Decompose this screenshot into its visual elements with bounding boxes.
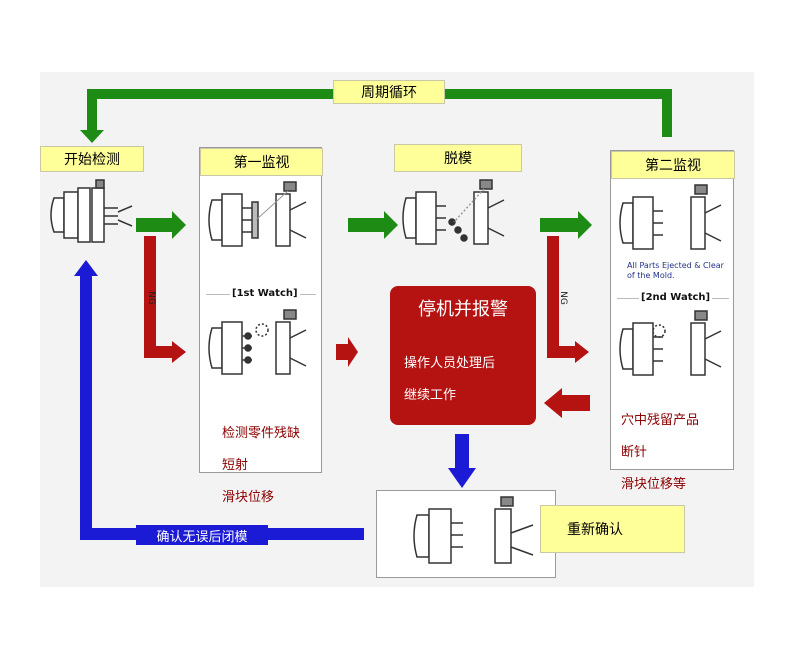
reconfirm-panel [376,490,556,578]
camera-icon [283,309,297,320]
first-watch-note-3: 滑块位移 [222,490,275,505]
second-watch-panel: 第二监视 All Parts Ejected & Clear of the Mo… [610,150,735,492]
mold-icon [50,179,133,243]
close-mold-label: 确认无误后闭模 [136,525,268,545]
blue-arrow-icon [74,260,98,276]
mold-icon [208,181,307,247]
ejected-caption: All Parts Ejected & Clear of the Mold. [627,261,724,280]
step-first-watch-label: 第一监视 [200,148,323,176]
green-arrow-icon [136,211,186,239]
step-demold-label: 脱模 [394,144,522,172]
mold-icon [413,496,534,564]
camera-icon [283,181,297,192]
step-second-watch-label: 第二监视 [611,151,735,179]
mold-icon [208,309,307,375]
alarm-subtitle: 操作人员处理后 继续工作 [404,340,495,420]
step-start-label: 开始检测 [40,146,144,172]
camera-icon [694,184,708,195]
ng-label-right: NG [557,291,568,305]
red-arrow-icon [547,236,589,363]
mold-icon [619,310,722,376]
reconfirm-label: 重新确认 [540,505,685,553]
red-arrow-icon [144,236,186,363]
mold-icon [619,184,722,250]
red-arrow-icon [336,337,358,367]
camera-icon [694,310,708,321]
second-watch-note-1: 穴中残留产品 [621,413,700,428]
alarm-box: 停机并报警 操作人员处理后 继续工作 [390,286,536,425]
alarm-subtitle-line-2: 继续工作 [404,388,457,403]
first-watch-note-1: 检测零件残缺 [222,426,301,441]
ng-label-left: NG [145,291,156,305]
first-watch-tag: [1st Watch] [230,288,300,299]
alarm-subtitle-line-1: 操作人员处理后 [404,356,496,371]
first-watch-note-2: 短射 [222,458,249,473]
camera-icon [500,496,514,507]
first-watch-notes: 检测零件残缺 短射 滑块位移 [222,410,300,522]
second-watch-note-2: 断针 [621,445,648,460]
second-watch-tag: [2nd Watch] [639,292,713,303]
close-mold-return-arrow [80,274,364,540]
red-arrow-icon [544,388,590,418]
blue-arrow-icon [448,434,476,488]
alarm-title: 停机并报警 [418,299,508,320]
green-arrow-icon [80,130,104,143]
green-arrow-icon [348,211,398,239]
camera-icon [479,179,493,190]
cycle-label: 周期循环 [333,80,445,104]
first-watch-panel: 第一监视 [1st Watch] [199,147,323,505]
green-arrow-icon [540,211,592,239]
second-watch-note-3: 滑块位移等 [621,477,687,492]
second-watch-notes: 穴中残留产品 断针 滑块位移等 [621,397,699,509]
mold-icon [402,179,505,245]
